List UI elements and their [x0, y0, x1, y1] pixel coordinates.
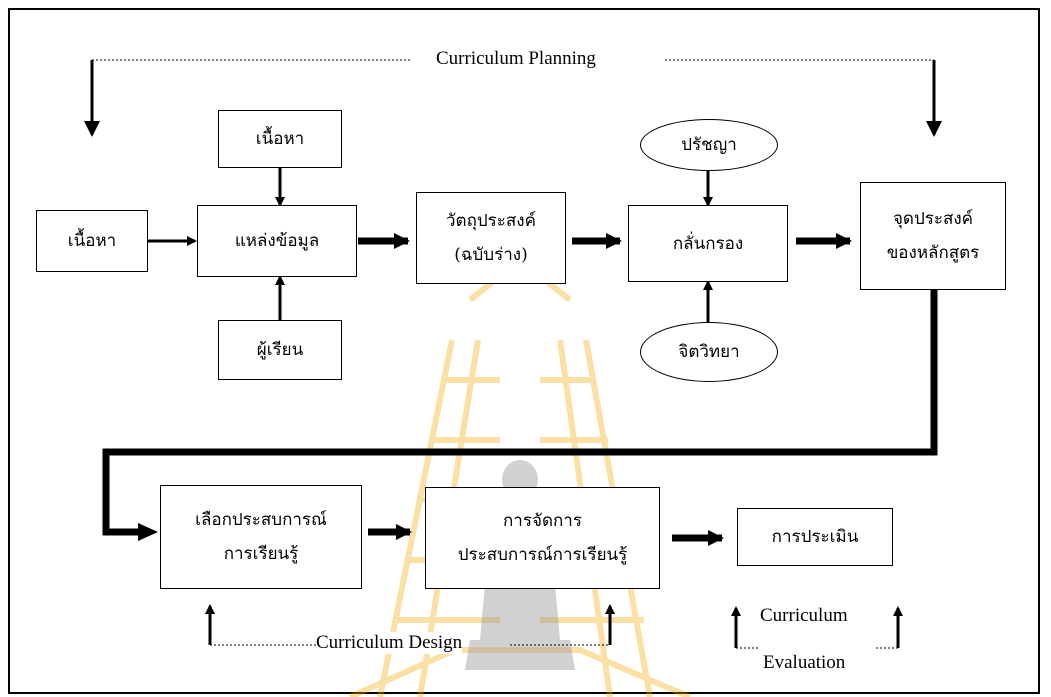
node-select-experience-line1: เลือกประสบการณ์	[195, 510, 327, 530]
node-evaluation: การประเมิน	[737, 508, 893, 566]
node-psychology: จิตวิทยา	[640, 322, 778, 382]
node-content-top-text: เนื้อหา	[255, 129, 305, 149]
node-content-top: เนื้อหา	[218, 110, 342, 168]
node-organize-experience: การจัดการ ประสบการณ์การเรียนรู้	[425, 487, 660, 589]
curriculum-planning-label: Curriculum Planning	[420, 48, 612, 70]
evaluation-bracket	[731, 606, 903, 649]
node-learner: ผู้เรียน	[218, 320, 342, 380]
node-curriculum-goal: จุดประสงค์ ของหลักสูตร	[860, 182, 1006, 290]
node-evaluation-text: การประเมิน	[771, 527, 859, 547]
node-data-source: แหล่งข้อมูล	[197, 205, 357, 277]
node-select-experience: เลือกประสบการณ์ การเรียนรู้	[160, 485, 362, 589]
node-screening: กลั่นกรอง	[628, 205, 788, 282]
curriculum-design-label: Curriculum Design	[316, 632, 463, 654]
design-bracket	[205, 604, 615, 646]
node-draft-objective: วัตถุประสงค์ (ฉบับร่าง)	[416, 192, 566, 284]
diagram-frame	[8, 8, 1040, 694]
node-psychology-text: จิตวิทยา	[678, 342, 740, 362]
node-content-left: เนื้อหา	[36, 210, 148, 272]
node-curriculum-goal-line1: จุดประสงค์	[892, 209, 974, 229]
node-philosophy: ปรัชญา	[640, 119, 778, 171]
node-philosophy-text: ปรัชญา	[681, 135, 737, 155]
node-organize-experience-line1: การจัดการ	[503, 511, 582, 531]
evaluation-label: Evaluation	[763, 652, 846, 674]
arrow-head-to-selection	[138, 523, 158, 541]
node-screening-text: กลั่นกรอง	[672, 233, 744, 254]
planning-bracket	[84, 59, 942, 137]
node-draft-objective-line2: (ฉบับร่าง)	[454, 245, 528, 265]
connector-goal-to-selection	[102, 290, 938, 536]
node-organize-experience-line2: ประสบการณ์การเรียนรู้	[457, 545, 628, 565]
node-draft-objective-line1: วัตถุประสงค์	[446, 211, 536, 231]
node-content-left-text: เนื้อหา	[67, 231, 117, 251]
node-select-experience-line2: การเรียนรู้	[223, 544, 299, 564]
node-curriculum-goal-line2: ของหลักสูตร	[886, 243, 980, 263]
node-learner-text: ผู้เรียน	[256, 340, 304, 360]
node-data-source-text: แหล่งข้อมูล	[234, 231, 320, 251]
curriculum-label: Curriculum	[760, 605, 848, 627]
